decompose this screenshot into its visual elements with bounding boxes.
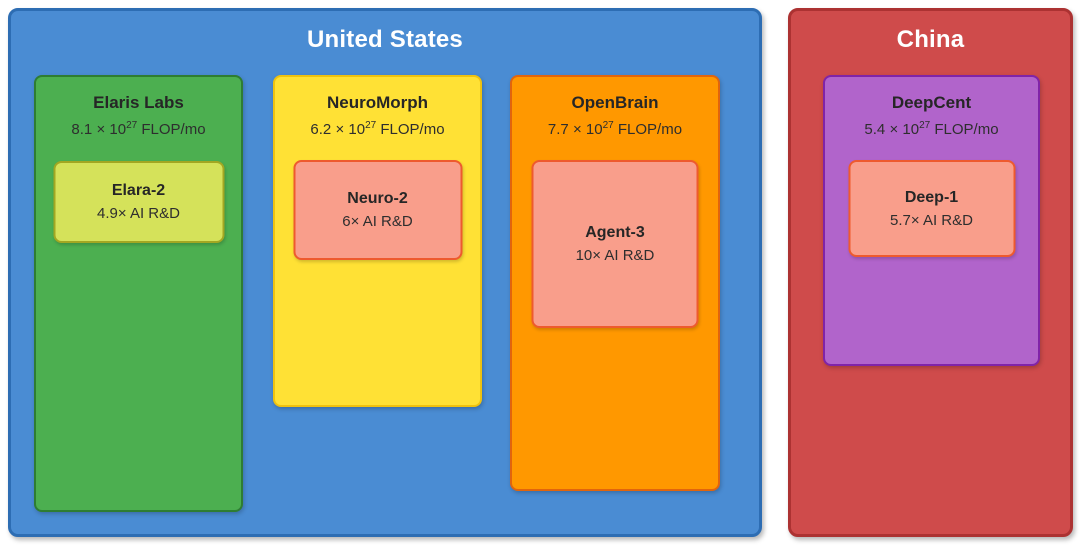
model-box-neuro-2: Neuro-2 6× AI R&D <box>293 160 462 260</box>
flop-exponent: 27 <box>602 120 614 131</box>
model-name: Neuro-2 <box>347 190 408 207</box>
flop-exponent: 27 <box>919 120 931 131</box>
model-rd-multiplier: 4.9× AI R&D <box>97 205 180 222</box>
china-title: China <box>896 26 965 53</box>
model-rd-multiplier: 5.7× AI R&D <box>890 211 973 229</box>
flop-exponent: 27 <box>365 120 377 131</box>
model-box-agent-3: Agent-3 10× AI R&D <box>531 160 699 328</box>
flop-unit: FLOP/mo <box>380 121 445 138</box>
model-box-deep-1: Deep-1 5.7× AI R&D <box>848 160 1015 257</box>
model-rd-multiplier: 10× AI R&D <box>575 247 655 264</box>
lab-name: NeuroMorph <box>326 93 429 112</box>
flop-mantissa: 7.7 × 10 <box>547 121 603 138</box>
lab-name: DeepCent <box>891 93 972 112</box>
flop-unit: FLOP/mo <box>617 121 683 138</box>
model-rd-multiplier: 6× AI R&D <box>342 213 413 230</box>
model-name: Elara-2 <box>111 182 166 199</box>
flop-mantissa: 8.1 × 10 <box>71 121 127 138</box>
flop-mantissa: 5.4 × 10 <box>864 121 920 138</box>
model-box-elara-2: Elara-2 4.9× AI R&D <box>53 161 224 243</box>
model-name: Deep-1 <box>904 188 959 206</box>
lab-name: OpenBrain <box>571 93 659 112</box>
model-name: Agent-3 <box>585 224 645 241</box>
flop-exponent: 27 <box>126 120 138 131</box>
united-states-title: United States <box>307 26 463 53</box>
lab-name: Elaris Labs <box>93 93 184 112</box>
flop-unit: FLOP/mo <box>934 121 999 138</box>
flop-unit: FLOP/mo <box>141 121 206 138</box>
flop-mantissa: 6.2 × 10 <box>310 121 366 138</box>
